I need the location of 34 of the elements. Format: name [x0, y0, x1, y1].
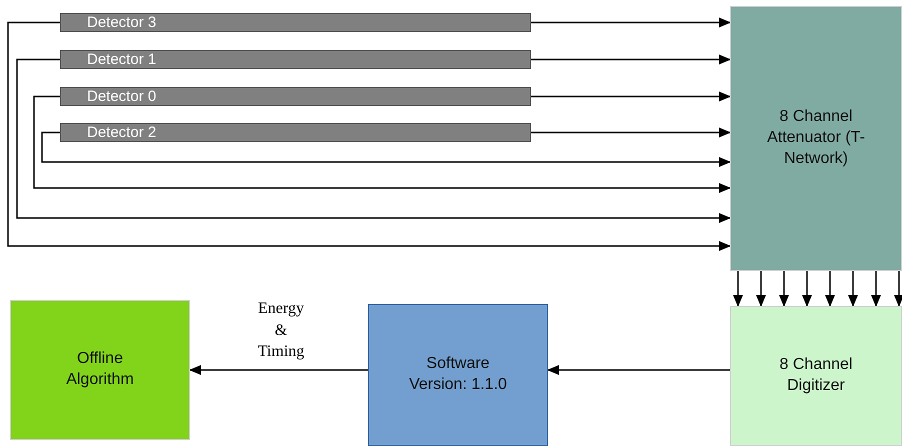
- node-text: Detector 1: [87, 51, 156, 68]
- arrow: [825, 271, 835, 307]
- detector-bar: [60, 123, 531, 142]
- arrow: [531, 92, 731, 102]
- arrow: [802, 271, 812, 307]
- arrow: [41, 132, 731, 167]
- arrow: [531, 128, 731, 138]
- node-text: Software Version: 1.1.0: [408, 354, 508, 395]
- arrow: [733, 271, 743, 307]
- node-text: 8 Channel Digitizer: [778, 355, 854, 396]
- arrow: [894, 271, 902, 307]
- arrow: [779, 271, 789, 307]
- node-text: 8 Channel Attenuator (T-Network): [766, 107, 866, 169]
- process-box: [10, 300, 190, 440]
- arrow: [16, 58, 731, 223]
- detector-bar: [60, 13, 531, 32]
- detector-bar: [60, 87, 531, 106]
- arrow: [871, 271, 881, 307]
- arrow: [756, 271, 766, 307]
- node-text: Detector 3: [87, 14, 156, 31]
- arrow: [33, 96, 731, 193]
- arrow: [189, 365, 368, 375]
- arrow: [531, 18, 731, 28]
- process-box: [730, 306, 902, 446]
- arrow: [547, 365, 730, 375]
- node-text: Detector 0: [87, 88, 156, 105]
- process-box: [368, 304, 548, 446]
- arrow: [7, 22, 731, 251]
- detector-bar: [60, 50, 531, 69]
- process-box: [730, 6, 902, 271]
- node-text: Offline Algorithm: [65, 349, 135, 390]
- arrow: [848, 271, 858, 307]
- arrow: [531, 54, 731, 64]
- node-text: Detector 2: [87, 124, 156, 141]
